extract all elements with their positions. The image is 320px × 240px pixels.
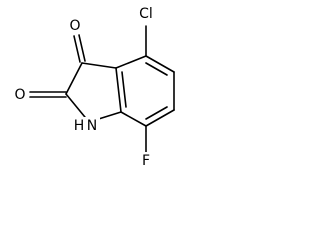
structure-diagram: O O Cl F H N [13, 5, 175, 169]
atom-cl: Cl [139, 6, 153, 22]
bond-c3-o-a [73, 35, 81, 63]
bond-c3a-c7a-inner [121, 71, 127, 108]
bond-c6-c7 [145, 109, 175, 127]
bond-c4-c5-inner [145, 62, 168, 76]
bonds [29, 25, 175, 153]
bond-c6-c7-inner [145, 106, 168, 120]
atom-n-hydrogen: H [74, 118, 85, 134]
bond-c4-c5 [145, 55, 175, 73]
atom-labels: O O Cl F H N [13, 5, 158, 169]
bond-c3-c2 [65, 62, 83, 95]
atom-n: N [87, 118, 97, 134]
bond-c7-c7a [120, 111, 147, 127]
bond-c3-c3a [81, 62, 117, 69]
bond-c3-o-b [78, 34, 86, 62]
atom-f: F [142, 153, 150, 169]
bond-c3a-c4 [115, 55, 147, 69]
atom-o-top: O [69, 18, 80, 34]
bond-c3a-c7a [115, 67, 122, 113]
atom-o-left: O [14, 87, 25, 103]
